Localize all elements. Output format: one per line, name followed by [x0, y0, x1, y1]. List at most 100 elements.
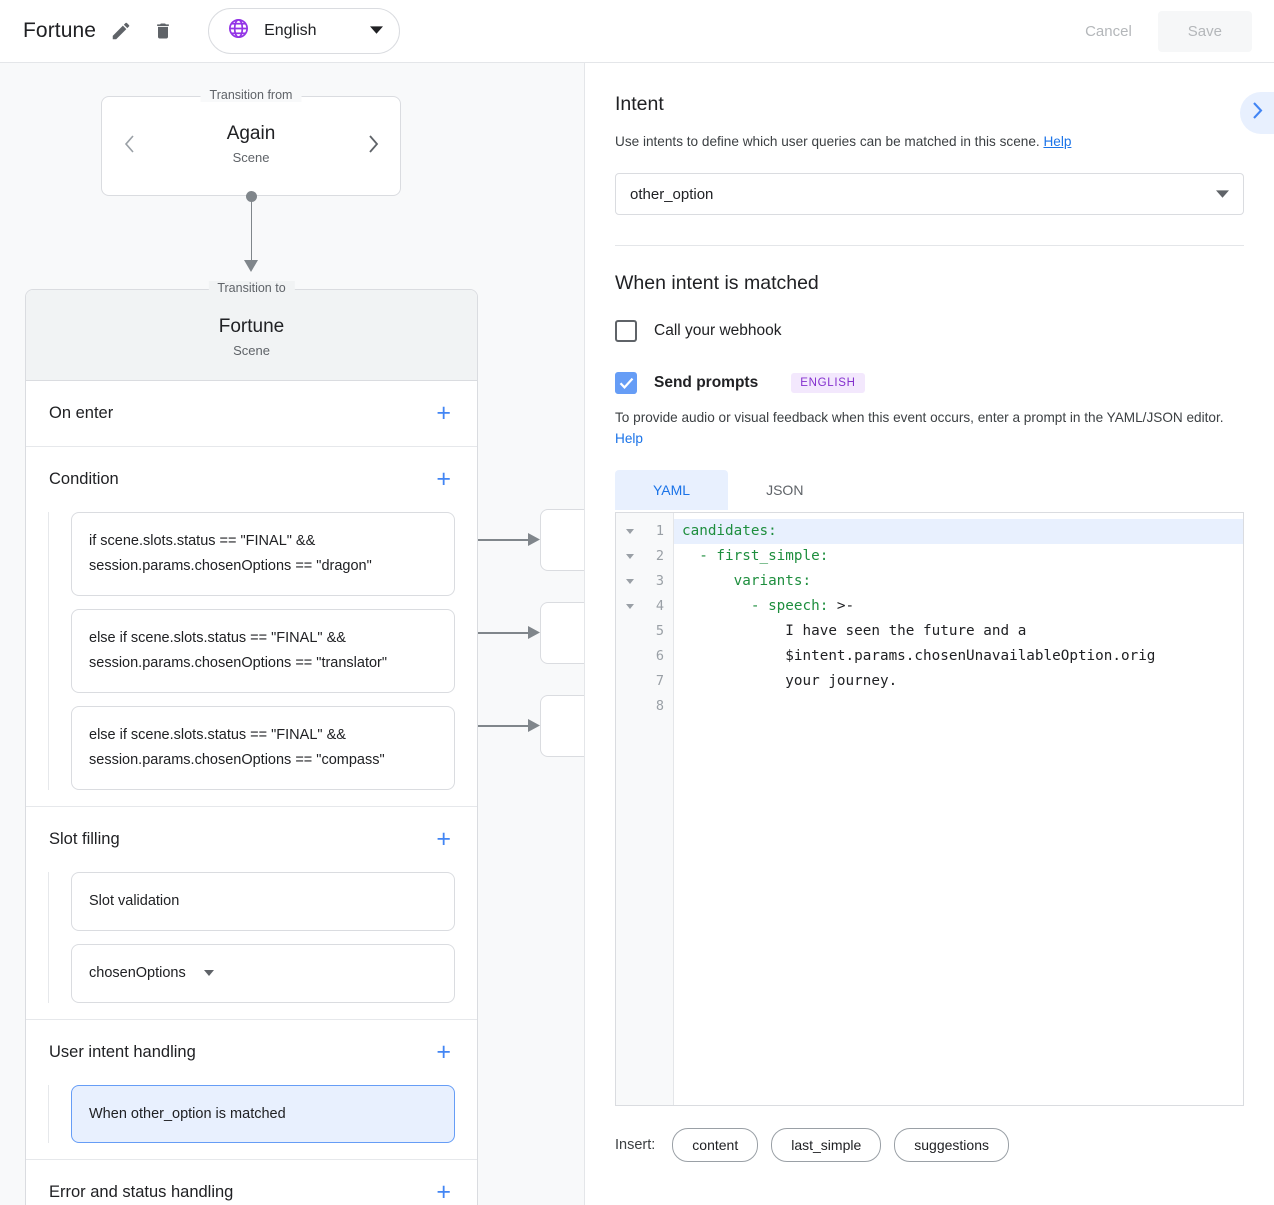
- insert-chip-last-simple[interactable]: last_simple: [771, 1127, 882, 1162]
- send-prompts-checkbox[interactable]: [615, 372, 637, 395]
- condition-connector-line: [458, 725, 534, 727]
- chevron-right-icon: [1251, 101, 1263, 125]
- prompt-help-link[interactable]: Help: [615, 431, 643, 447]
- transition-to-title: Fortune: [218, 316, 285, 337]
- tab-json[interactable]: JSON: [766, 481, 804, 498]
- transition-from-card[interactable]: Transition from Again Scene: [101, 88, 401, 196]
- code-rest: I have seen the future and a: [682, 622, 1027, 639]
- intent-description-text: Use intents to define which user queries…: [615, 134, 1040, 149]
- fold-arrow-icon[interactable]: [626, 528, 634, 534]
- condition-card[interactable]: else if scene.slots.status == "FINAL" &&…: [71, 608, 455, 693]
- condition-target-box[interactable]: [540, 509, 585, 571]
- condition-target-box[interactable]: [540, 695, 585, 757]
- transition-to-legend: Transition to: [208, 281, 295, 295]
- send-prompts-row[interactable]: Send prompts ENGLISH: [615, 372, 1244, 395]
- edit-scene-button[interactable]: [104, 14, 138, 48]
- top-bar: Fortune English C: [0, 0, 1274, 63]
- code-rest: $intent.params.chosenUnavailableOption.o…: [682, 647, 1156, 664]
- section-on-enter-title: On enter: [49, 404, 114, 422]
- chevron-right-icon: [367, 134, 380, 159]
- transition-from-legend: Transition from: [200, 88, 302, 102]
- webhook-row[interactable]: Call your webhook: [615, 320, 1244, 343]
- section-user-intent-handling-head[interactable]: User intent handling +: [26, 1020, 477, 1085]
- condition-target-box[interactable]: [540, 602, 585, 664]
- condition-card[interactable]: if scene.slots.status == "FINAL" && sess…: [71, 512, 455, 596]
- user-intent-card-selected[interactable]: When other_option is matched: [71, 1084, 455, 1144]
- language-badge: ENGLISH: [791, 373, 865, 394]
- intent-help-link[interactable]: Help: [1043, 134, 1072, 149]
- call-webhook-checkbox[interactable]: [615, 320, 637, 343]
- line-number: 3: [655, 573, 664, 590]
- prompt-help-text: To provide audio or visual feedback when…: [615, 407, 1244, 449]
- editor-gutter: 1 2 3 4 5 6 7 8: [616, 512, 674, 1105]
- editor-code-area[interactable]: candidates: - first_simple: variants: - …: [674, 513, 1243, 1105]
- next-transition-button[interactable]: [360, 133, 386, 159]
- section-on-enter-head[interactable]: On enter +: [26, 381, 477, 446]
- condition-connector-line: [458, 632, 534, 634]
- plus-icon[interactable]: +: [436, 399, 451, 427]
- cancel-button[interactable]: Cancel: [1067, 13, 1150, 50]
- plus-icon[interactable]: +: [436, 824, 451, 853]
- tab-yaml[interactable]: YAML: [615, 469, 729, 510]
- send-prompts-label: Send prompts: [654, 374, 759, 392]
- line-number: 2: [655, 548, 664, 565]
- insert-chip-suggestions[interactable]: suggestions: [894, 1127, 1009, 1162]
- delete-scene-button[interactable]: [146, 14, 180, 48]
- chevron-down-icon: [1216, 186, 1229, 203]
- editor-tabs: YAML JSON: [615, 469, 1244, 510]
- insert-chip-content[interactable]: content: [672, 1127, 759, 1162]
- section-slot-filling-head[interactable]: Slot filling +: [26, 807, 477, 872]
- code-line: [674, 694, 1243, 719]
- section-user-intent-handling-title: User intent handling: [49, 1042, 196, 1061]
- code-line: - first_simple:: [674, 544, 1243, 569]
- page-title: Fortune: [23, 19, 97, 42]
- prev-transition-button[interactable]: [116, 133, 142, 159]
- slot-card[interactable]: chosenOptions: [71, 943, 455, 1003]
- transition-to-subtitle: Scene: [233, 343, 270, 358]
- code-line: - speech: >-: [674, 594, 1243, 619]
- user-intent-group: When other_option is matched: [48, 1084, 455, 1144]
- language-selector[interactable]: English: [208, 8, 401, 54]
- slot-filling-group: Slot validation chosenOptions: [48, 871, 455, 1003]
- intent-select[interactable]: other_option: [615, 173, 1244, 216]
- section-condition-title: Condition: [49, 470, 119, 488]
- chevron-down-icon[interactable]: [203, 970, 214, 977]
- transition-to-card[interactable]: Transition to Fortune Scene: [26, 281, 477, 381]
- insert-label: Insert:: [615, 1136, 656, 1153]
- section-divider: [615, 245, 1244, 247]
- code-rest: your journey.: [682, 672, 898, 689]
- condition-connector-line: [458, 539, 534, 541]
- scene-detail-panel: Transition to Fortune Scene On enter + C…: [25, 281, 478, 1205]
- fold-arrow-icon[interactable]: [626, 553, 634, 559]
- connector-arrowhead: [244, 259, 258, 277]
- code-rest: >-: [828, 597, 855, 614]
- section-slot-filling: Slot filling + Slot validation chosenOpt…: [26, 807, 477, 1020]
- chevron-down-icon: [370, 22, 384, 40]
- when-intent-matched-section: When intent is matched Call your webhook…: [585, 246, 1274, 1106]
- code-key: - first_simple:: [682, 547, 829, 564]
- plus-icon[interactable]: +: [436, 465, 451, 493]
- line-number: 5: [655, 623, 664, 640]
- condition-list: if scene.slots.status == "FINAL" && sess…: [26, 512, 477, 806]
- section-condition-head[interactable]: Condition +: [26, 447, 477, 512]
- slot-validation-card[interactable]: Slot validation: [71, 871, 455, 931]
- section-slot-filling-title: Slot filling: [49, 829, 120, 848]
- plus-icon[interactable]: +: [436, 1178, 451, 1205]
- slot-filling-list: Slot validation chosenOptions: [26, 871, 477, 1019]
- line-number: 4: [655, 598, 664, 615]
- plus-icon[interactable]: +: [436, 1037, 451, 1066]
- condition-arrowhead: [528, 719, 540, 737]
- slot-name-label: chosenOptions: [89, 964, 186, 981]
- section-error-status-handling-head[interactable]: Error and status handling +: [26, 1160, 477, 1205]
- condition-card[interactable]: else if scene.slots.status == "FINAL" &&…: [71, 705, 455, 790]
- condition-group: if scene.slots.status == "FINAL" && sess…: [48, 512, 455, 790]
- save-button[interactable]: Save: [1157, 10, 1252, 52]
- insert-row: Insert: content last_simple suggestions: [585, 1106, 1274, 1162]
- expand-panel-button[interactable]: [1240, 92, 1274, 134]
- trash-icon: [153, 20, 173, 42]
- fold-arrow-icon[interactable]: [626, 603, 634, 609]
- code-editor[interactable]: 1 2 3 4 5 6 7 8 candidates: - first_simp…: [615, 511, 1244, 1106]
- fold-arrow-icon[interactable]: [626, 578, 634, 584]
- connector-line: [250, 196, 253, 264]
- code-key: candidates:: [682, 522, 777, 539]
